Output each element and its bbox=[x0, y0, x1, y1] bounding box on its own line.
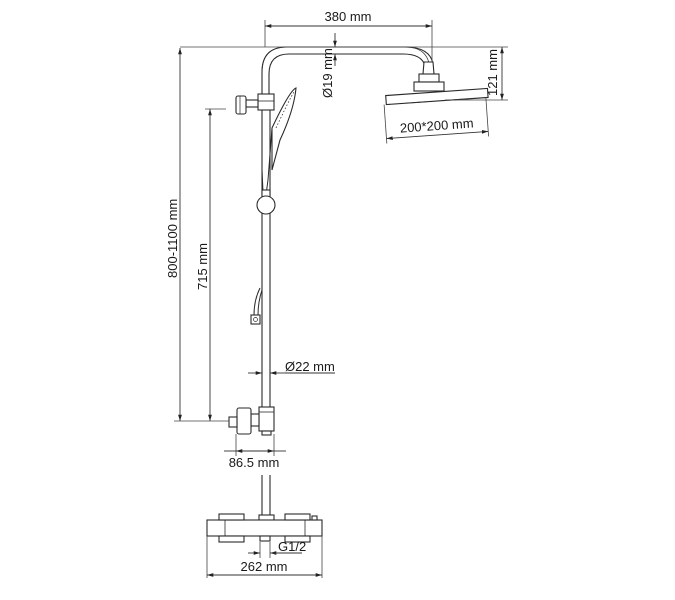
dim-total-height: 800-1100 mm bbox=[165, 48, 229, 422]
label-rail-height: 715 mm bbox=[195, 243, 210, 290]
thermostatic-mixer bbox=[206, 513, 323, 543]
label-arm-diameter: Ø19 mm bbox=[320, 48, 335, 98]
label-total-height: 800-1100 mm bbox=[165, 199, 180, 278]
label-head-drop: 121 mm bbox=[485, 49, 500, 96]
label-arm-length: 380 mm bbox=[325, 9, 372, 24]
slider-ball bbox=[256, 189, 276, 215]
label-connector-offset: 86.5 mm bbox=[229, 455, 280, 470]
dim-arm-diameter: Ø19 mm bbox=[320, 33, 337, 98]
riser-pipe bbox=[261, 100, 271, 410]
label-head-size: 200*200 mm bbox=[399, 115, 474, 135]
overhead-arm bbox=[261, 46, 445, 100]
hose-holder bbox=[250, 287, 263, 325]
label-thread: G1/2 bbox=[278, 539, 306, 554]
dim-rail-height: 715 mm bbox=[195, 108, 226, 421]
dim-connector-offset: 86.5 mm bbox=[224, 434, 286, 470]
dimensions: 380 mm Ø19 mm 121 mm 200*200 mm 800-1100… bbox=[165, 9, 508, 578]
label-pipe-diameter: Ø22 mm bbox=[285, 359, 335, 374]
dim-arm-length: 380 mm bbox=[264, 9, 433, 62]
shower-structure bbox=[206, 46, 489, 543]
diverter-valve bbox=[235, 93, 275, 115]
label-mixer-width: 262 mm bbox=[241, 559, 288, 574]
lower-connector bbox=[228, 406, 275, 436]
mixer-feed-pipe bbox=[258, 475, 275, 522]
dim-pipe-diameter: Ø22 mm bbox=[248, 359, 335, 375]
dim-thread: G1/2 bbox=[248, 539, 306, 558]
rain-shower-head bbox=[385, 87, 489, 106]
dim-head-size: 200*200 mm bbox=[383, 97, 489, 144]
dim-mixer-width: 262 mm bbox=[206, 536, 323, 578]
dim-head-drop: 121 mm bbox=[180, 46, 508, 101]
